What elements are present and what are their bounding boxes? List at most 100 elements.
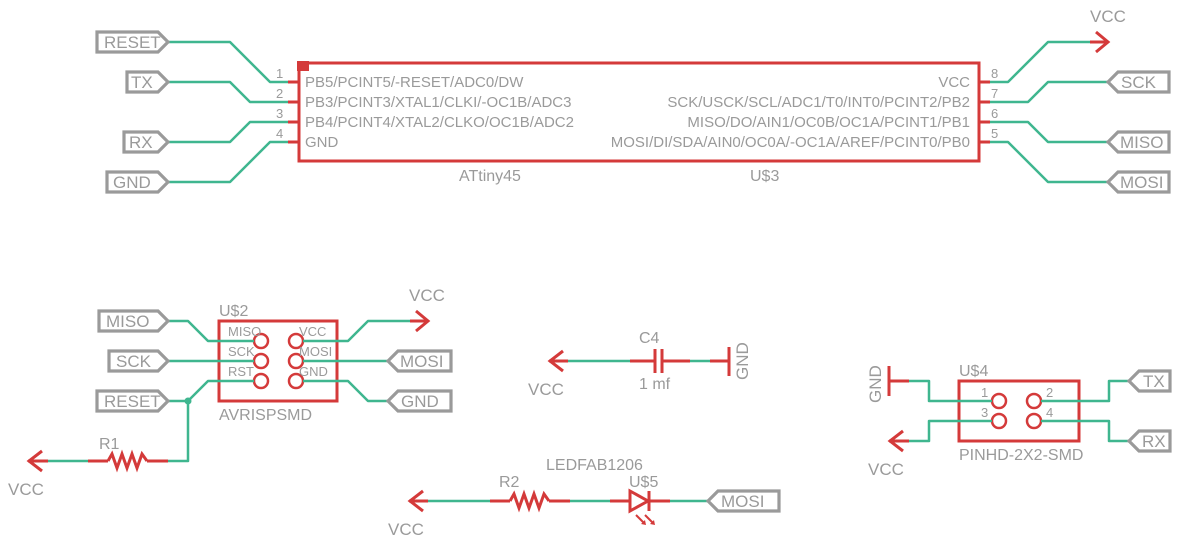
vcc-supply-symbol[interactable]: VCC [1090, 7, 1126, 54]
gnd-supply-symbol[interactable]: GND [727, 342, 752, 380]
net-wire-vcc[interactable] [990, 40, 1090, 84]
net-wire-header-tx[interactable] [1041, 379, 1129, 403]
resistor-zigzag-icon [106, 449, 149, 473]
net-label-text: GND [113, 173, 151, 192]
net-label-text: RESET [104, 392, 161, 411]
c4-value: 1 mf [639, 376, 671, 393]
vcc-supply-symbol[interactable]: VCC [528, 349, 568, 399]
diode-triangle-icon [628, 488, 652, 514]
net-label-miso[interactable]: MISO [1105, 130, 1171, 154]
attiny-pin-name: SCK/USCK/SCL/ADC1/T0/INT0/PCINT2/PB2 [667, 94, 970, 111]
attiny-ref-designator: U$3 [750, 168, 779, 185]
net-label-rx[interactable]: RX [1126, 429, 1172, 453]
vcc-supply-symbol[interactable]: VCC [868, 429, 909, 479]
net-label-text: RESET [104, 33, 161, 52]
net-wire-gnd[interactable] [168, 140, 288, 184]
net-label-text: MOSI [400, 352, 443, 371]
vcc-supply-symbol[interactable]: VCC [8, 449, 48, 499]
net-wire-rx[interactable] [168, 120, 288, 144]
arrow-left-icon [887, 429, 904, 453]
net-wire-mosi[interactable] [990, 140, 1108, 184]
vcc-supply-label: VCC [8, 480, 44, 499]
arrow-right-icon [1095, 30, 1111, 54]
net-label-gnd[interactable]: GND [385, 389, 453, 413]
attiny-pin-number: 6 [991, 106, 998, 121]
isp-pad-label: MOSI [299, 344, 332, 359]
header-pad-3 [990, 412, 1008, 430]
isp-pad-label: SCK [228, 344, 255, 359]
attiny-pin-number: 5 [991, 126, 998, 141]
net-label-miso[interactable]: MISO [97, 309, 171, 333]
isp-pad-sck [252, 352, 270, 370]
attiny-pin-name: PB4/PCINT4/XTAL2/CLKO/OC1B/ADC2 [305, 114, 574, 131]
isp-pad-label: RST [228, 364, 254, 379]
net-wire-tx[interactable] [168, 80, 288, 104]
net-label-mosi[interactable]: MOSI [385, 349, 453, 373]
net-wire-reset[interactable] [168, 40, 288, 84]
net-wire-isp-miso[interactable] [168, 319, 254, 343]
attiny45-origin-marker [297, 61, 309, 71]
vcc-supply-label: VCC [409, 286, 445, 305]
net-label-text: SCK [1121, 73, 1157, 92]
header-pin-number: 3 [981, 405, 988, 420]
attiny-pin-name: PB5/PCINT5/-RESET/ADC0/DW [305, 74, 524, 91]
attiny-pin-number: 2 [276, 86, 283, 101]
net-wire-isp-vcc[interactable] [303, 319, 410, 343]
attiny-part-name: ATtiny45 [459, 168, 521, 185]
net-label-text: TX [131, 73, 153, 92]
avrispsmd-part[interactable]: MISO VCC SCK MOSI RST GND U$2 AVRISPSMD [217, 303, 339, 424]
gnd-supply-symbol[interactable]: GND [866, 365, 909, 403]
net-wire-header-rx[interactable] [1041, 419, 1129, 443]
net-wire-sck[interactable] [990, 80, 1108, 104]
net-label-tx[interactable]: TX [1126, 369, 1172, 393]
net-wire-miso[interactable] [990, 120, 1108, 144]
attiny-pin-number: 4 [276, 126, 283, 141]
attiny-pin-name: MISO/DO/AIN1/OC0B/OC1A/PCINT1/PB1 [687, 114, 970, 131]
led-ref-designator: U$5 [629, 474, 658, 491]
attiny-pin-number: 1 [276, 66, 283, 81]
attiny45-body [297, 61, 981, 163]
net-label-text: GND [401, 392, 439, 411]
net-label-mosi[interactable]: MOSI [705, 489, 781, 513]
isp-pad-label: VCC [299, 324, 326, 339]
arrow-right-icon [415, 309, 431, 333]
net-label-sck[interactable]: SCK [107, 349, 171, 373]
net-wire-reset-r1[interactable] [168, 401, 190, 463]
header-pin-number: 1 [981, 385, 988, 400]
r2-ref-designator: R2 [499, 474, 520, 491]
arrow-left-icon [547, 349, 564, 373]
net-wire-isp-reset[interactable] [168, 379, 254, 403]
header-pad-2 [1025, 392, 1043, 410]
r1-resistor[interactable]: R1 [48, 436, 168, 473]
light-emission-icon [635, 514, 655, 525]
net-label-gnd[interactable]: GND [105, 170, 171, 194]
net-label-text: MOSI [721, 492, 764, 511]
gnd-supply-label: GND [866, 365, 885, 403]
attiny-pin-number: 3 [276, 106, 283, 121]
arrow-left-icon [26, 449, 43, 473]
led-part-name: LEDFAB1206 [546, 457, 643, 474]
net-wire-header-gnd[interactable] [909, 379, 992, 403]
net-label-text: TX [1143, 372, 1165, 391]
pin-header-body [957, 379, 1081, 443]
attiny-pin-name: MOSI/DI/SDA/AIN0/OC0A/-OC1A/AREF/PCINT0/… [611, 134, 970, 151]
header-pad-4 [1025, 412, 1043, 430]
c4-capacitor[interactable]: C4 1 mf [568, 330, 728, 393]
net-wire-header-vcc[interactable] [909, 419, 992, 443]
vcc-supply-symbol[interactable]: VCC [388, 489, 428, 539]
vcc-supply-label: VCC [528, 380, 564, 399]
net-label-mosi[interactable]: MOSI [1105, 170, 1171, 194]
avrispsmd-part-name: AVRISPSMD [219, 407, 312, 424]
net-label-rx[interactable]: RX [122, 130, 171, 154]
net-label-tx[interactable]: TX [125, 70, 171, 94]
net-label-reset[interactable]: RESET [95, 389, 171, 413]
r2-resistor[interactable]: R2 [428, 474, 610, 513]
vcc-supply-symbol[interactable]: VCC [409, 286, 445, 333]
pin-header-part[interactable]: 1 2 3 4 U$4 PINHD-2X2-SMD [957, 363, 1083, 464]
net-label-reset[interactable]: RESET [95, 30, 171, 54]
net-wire-isp-gnd[interactable] [303, 379, 388, 403]
net-label-sck[interactable]: SCK [1105, 70, 1171, 94]
isp-pad-label: MISO [228, 324, 261, 339]
attiny45-part[interactable]: 1 2 3 4 8 7 6 5 PB5/PCINT5/-RESET/ADC0/D… [276, 61, 998, 185]
led-diode[interactable]: LEDFAB1206 U$5 [546, 457, 708, 525]
